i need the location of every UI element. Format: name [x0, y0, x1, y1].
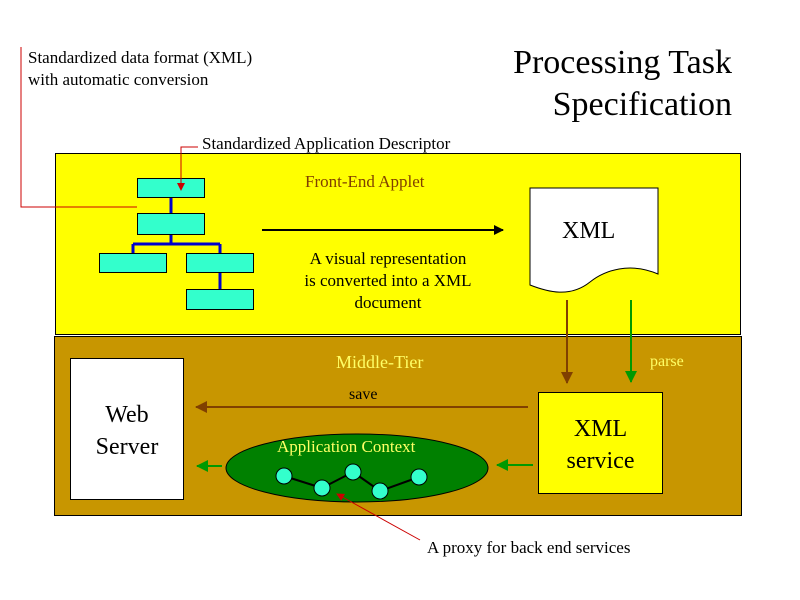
xml-format-note-line-2: with automatic conversion — [28, 70, 209, 89]
front-end-label: Front-End Applet — [305, 172, 425, 191]
xml-service-box: XML service — [538, 392, 663, 494]
parse-label: parse — [650, 353, 684, 370]
context-node — [371, 482, 389, 500]
descriptor-tree-connectors — [131, 198, 222, 289]
web-server-box: Web Server — [70, 358, 184, 500]
visual-representation-line-1: A visual representation — [309, 249, 467, 268]
visual-representation-line-2: is converted into a XML — [304, 271, 472, 290]
descriptor-leaf-node-bottom — [186, 289, 254, 310]
context-node — [313, 479, 331, 497]
descriptor-child-node — [137, 213, 205, 235]
descriptor-root-node — [137, 178, 205, 198]
xml-format-callout-line — [20, 47, 137, 208]
xml-service-line-2: service — [566, 448, 635, 474]
web-server-line-1: Web — [105, 402, 149, 428]
descriptor-note: Standardized Application Descriptor — [202, 134, 451, 153]
visual-representation-text: A visual representation is converted int… — [280, 248, 496, 314]
descriptor-leaf-node-right — [186, 253, 254, 273]
xml-format-note-line-1: Standardized data format (XML) — [28, 48, 253, 67]
xml-service-line-1: XML — [573, 416, 628, 442]
proxy-callout-line — [336, 493, 421, 541]
web-server-line-2: Server — [95, 434, 159, 460]
context-node — [344, 463, 362, 481]
xml-format-note: Standardized data format (XML) with auto… — [28, 47, 252, 91]
save-label: save — [349, 386, 378, 403]
context-node — [410, 468, 428, 486]
slide-title: Processing Task Specification — [513, 42, 732, 126]
xml-document-shape — [529, 187, 659, 293]
proxy-note: A proxy for back end services — [427, 538, 631, 557]
application-context-label: Application Context — [277, 437, 416, 456]
xml-document-label: XML — [562, 218, 616, 244]
title-line-2: Specification — [552, 86, 732, 123]
descriptor-callout-line — [177, 146, 198, 191]
title-line-1: Processing Task — [513, 44, 732, 81]
context-node — [275, 467, 293, 485]
middle-tier-label: Middle-Tier — [336, 352, 424, 372]
visual-representation-line-3: document — [354, 293, 422, 312]
descriptor-leaf-node-left — [99, 253, 167, 273]
